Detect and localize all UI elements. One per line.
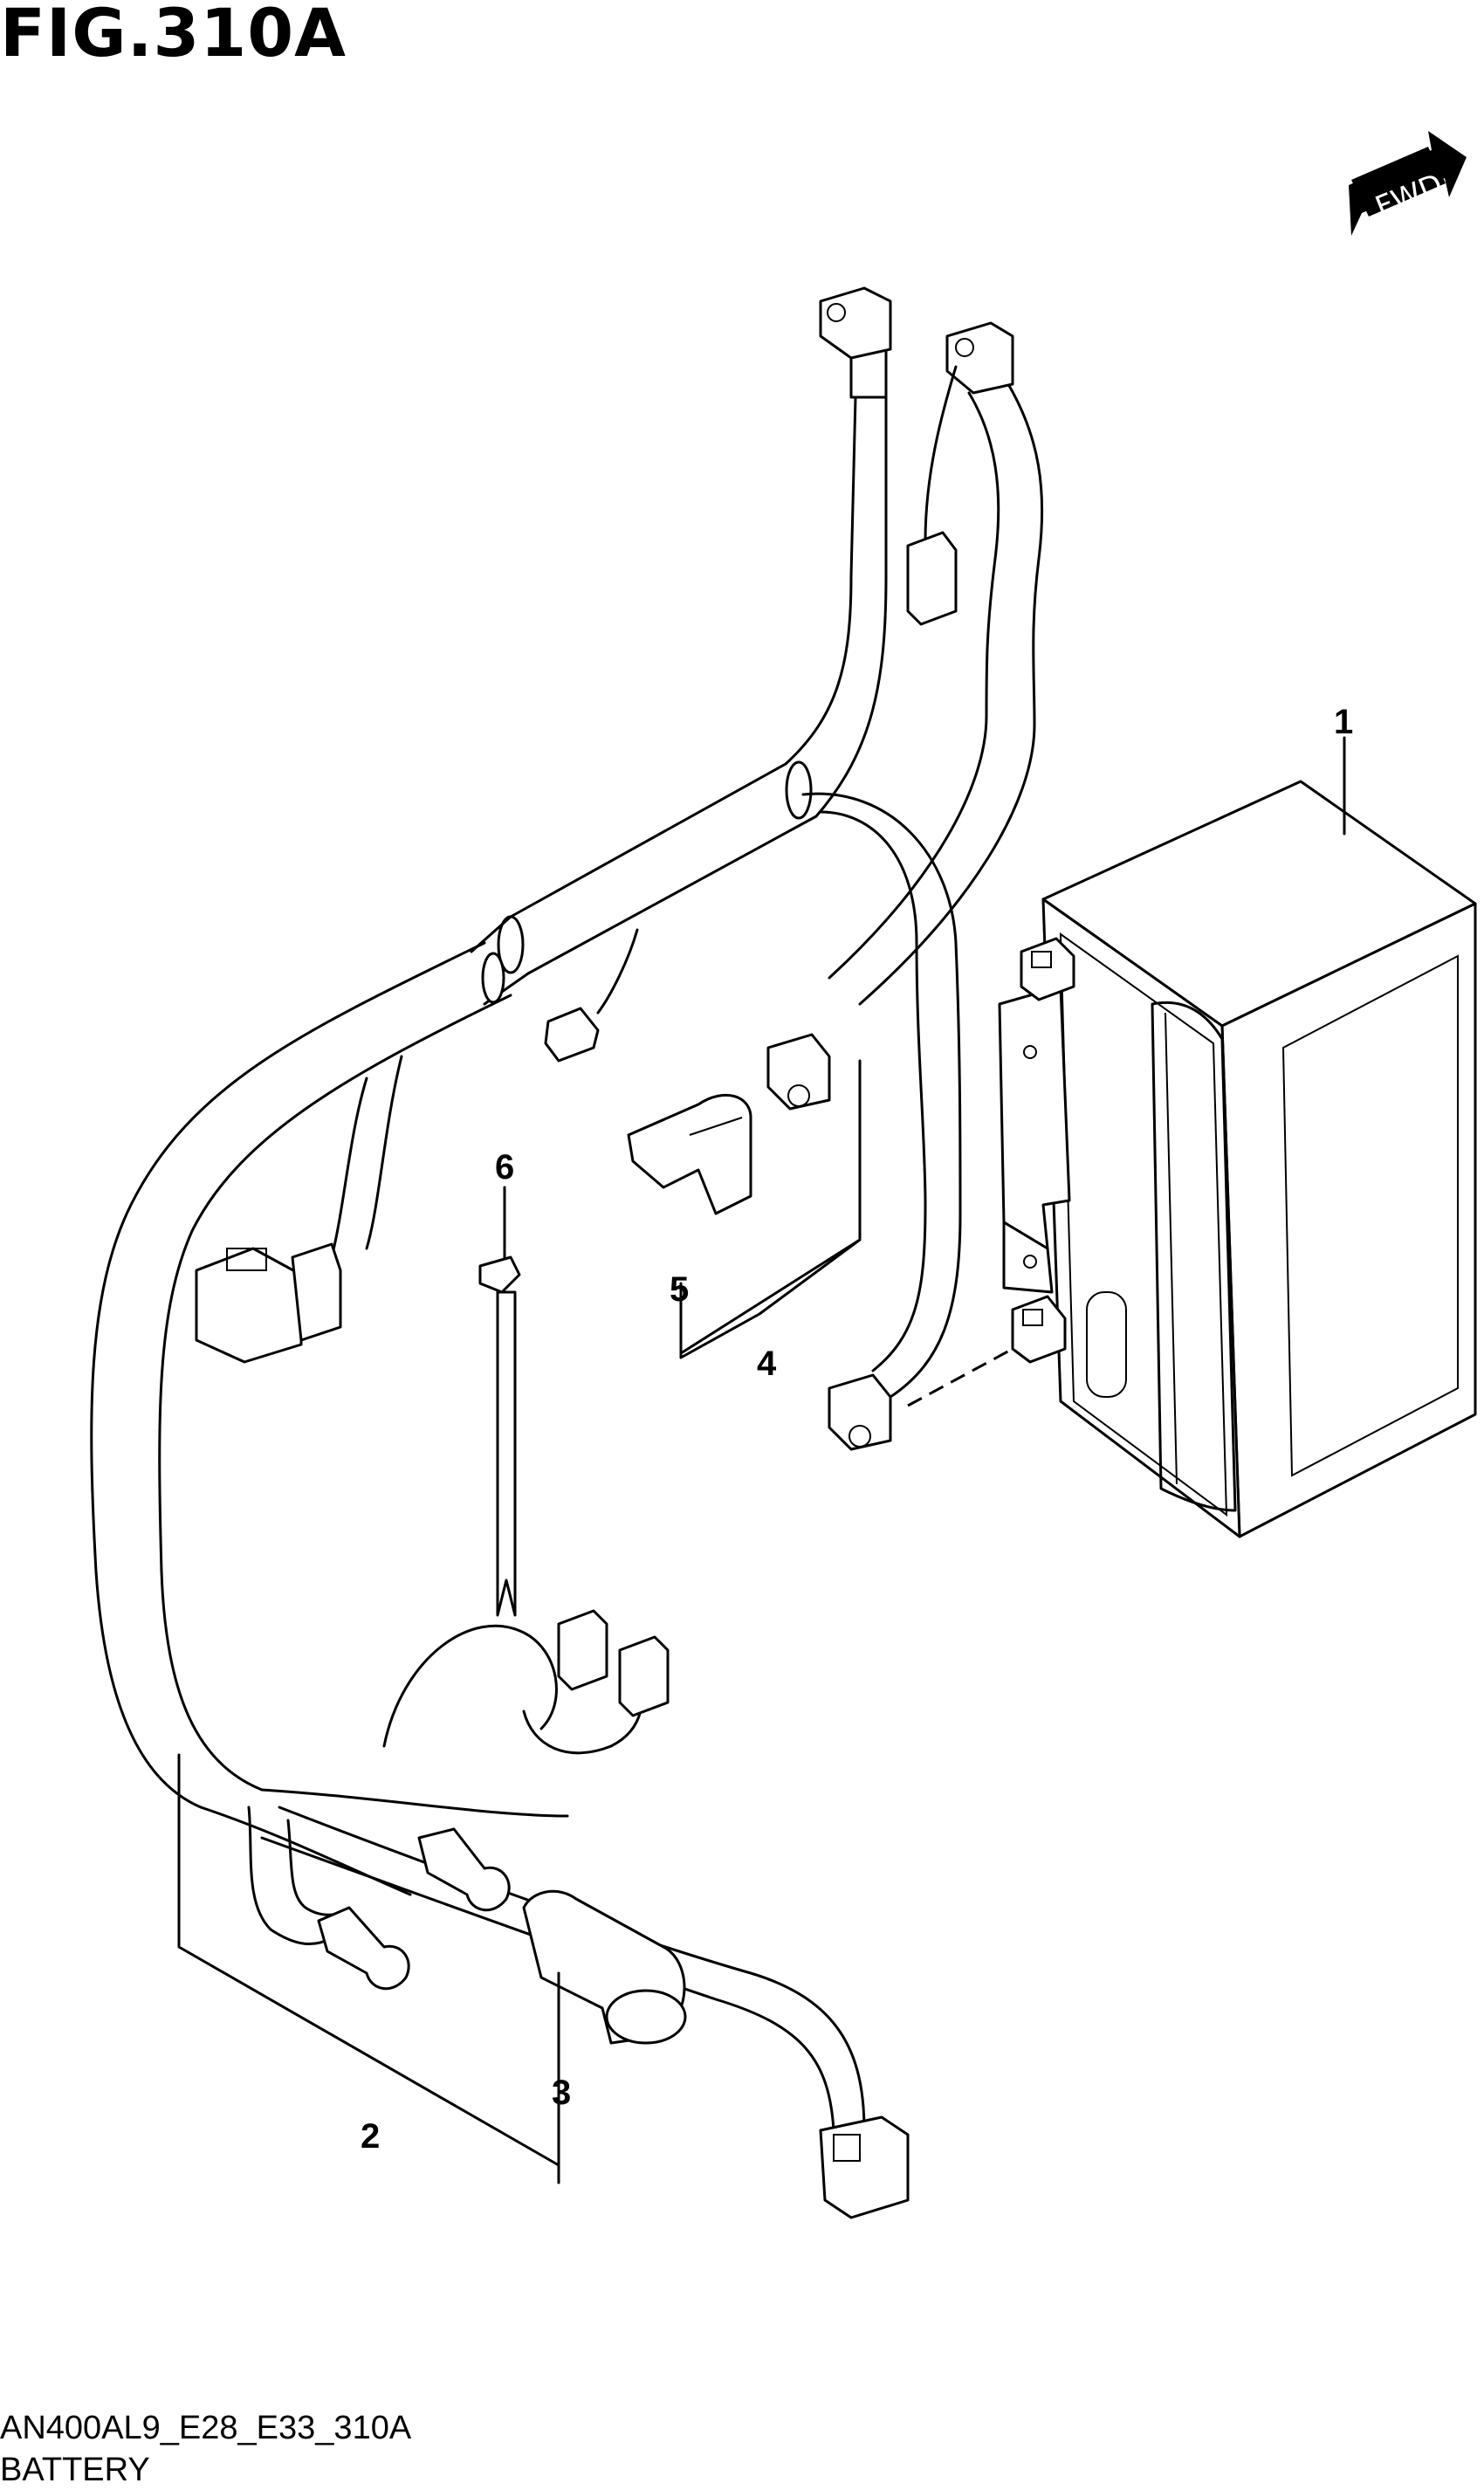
model-code: AN400AL9_E28_E33_310A [0, 2410, 412, 2446]
callout-1: 1 [1334, 703, 1353, 741]
callout-2: 2 [361, 2117, 380, 2156]
battery-part-1 [998, 736, 1477, 1538]
section-name: BATTERY [0, 2452, 150, 2488]
callout-6: 6 [495, 1148, 514, 1187]
callout-4: 4 [757, 1345, 777, 1383]
terminal-boot-part-3 [522, 1889, 687, 2167]
battery-cable-part-4 [679, 321, 1044, 1451]
cable-tie-part-6 [478, 1186, 521, 1617]
callout-5: 5 [670, 1270, 689, 1309]
fwd-arrow-icon: FWD [1349, 131, 1467, 236]
callout-3: 3 [552, 2074, 571, 2112]
wiring-harness-part-2 [90, 286, 910, 2219]
figure-title: FIG.310A [0, 0, 347, 72]
terminal-cover-part-5 [627, 1093, 752, 1215]
